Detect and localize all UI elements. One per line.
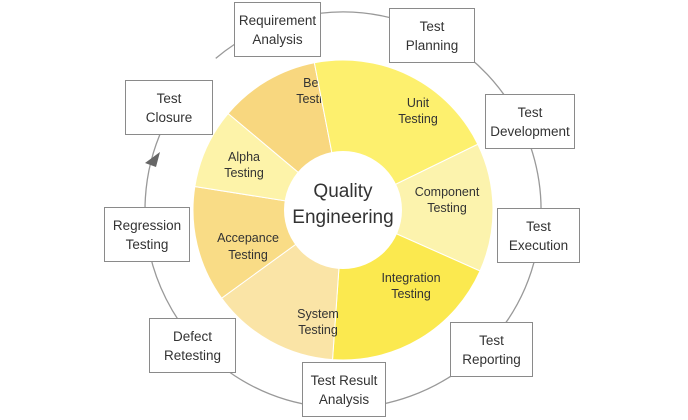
segment-integration-title: Integration	[381, 271, 440, 285]
segment-alpha-title: Alpha	[228, 150, 260, 164]
test-closure-label: Test Closure	[145, 90, 193, 125]
regression-testing-box: Regression Testing	[104, 207, 190, 262]
segment-acceptance-subtitle: Testing	[228, 248, 268, 262]
defect-retesting-label: Defect Retesting	[163, 328, 222, 363]
test-planning-label: Test Planning	[405, 18, 459, 53]
test-reporting-box: Test Reporting	[450, 322, 533, 377]
segment-unit-subtitle: Testing	[398, 112, 438, 126]
test-execution-label: Test Execution	[508, 218, 569, 253]
test-result-analysis-box: Test Result Analysis	[302, 362, 386, 417]
test-development-label: Test Development	[490, 104, 570, 139]
cycle-arrow-icon	[145, 152, 160, 167]
segment-system-subtitle: Testing	[298, 323, 338, 337]
test-result-analysis-label: Test Result Analysis	[310, 372, 378, 407]
segment-system-title: System	[297, 307, 339, 321]
center-title-line1: Quality	[313, 181, 373, 202]
center-circle	[284, 151, 402, 269]
segment-acceptance-title: Accepance	[217, 231, 279, 245]
segment-alpha-subtitle: Testing	[224, 166, 264, 180]
test-execution-box: Test Execution	[497, 208, 580, 263]
requirement-analysis-box: Requirement Analysis	[234, 2, 321, 57]
regression-testing-label: Regression Testing	[112, 217, 182, 252]
requirement-analysis-label: Requirement Analysis	[238, 12, 317, 47]
test-development-box: Test Development	[485, 94, 575, 149]
segment-integration-subtitle: Testing	[391, 287, 431, 301]
defect-retesting-box: Defect Retesting	[149, 318, 236, 373]
segment-component	[341, 143, 494, 272]
center-title-line2: Engineering	[292, 207, 393, 228]
segment-unit-title: Unit	[407, 96, 430, 110]
test-planning-box: Test Planning	[389, 8, 475, 63]
segment-component-subtitle: Testing	[427, 201, 467, 215]
test-closure-box: Test Closure	[125, 80, 213, 135]
segment-component-title: Component	[415, 185, 480, 199]
test-reporting-label: Test Reporting	[462, 332, 521, 367]
